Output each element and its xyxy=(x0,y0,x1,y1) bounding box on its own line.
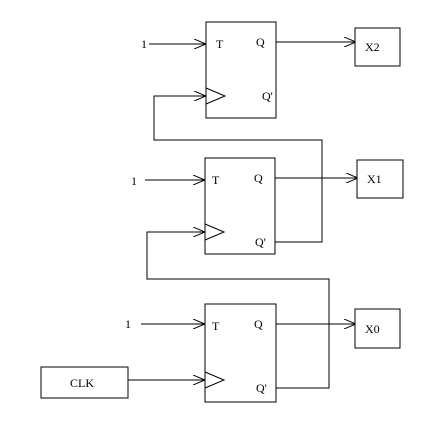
flipflop-0-body xyxy=(204,303,277,403)
flipflop-2-qbar-label: Q' xyxy=(262,89,273,103)
output-x1-label: X1 xyxy=(367,172,382,186)
flipflop-2-clock-triangle xyxy=(205,87,227,105)
flipflop-1-t-label: T xyxy=(212,173,220,187)
flipflop-1-body xyxy=(204,157,276,255)
output-x2-box xyxy=(354,27,401,67)
flipflop-2-q-label: Q xyxy=(256,35,265,49)
feedback-wire-ff0-to-ff1 xyxy=(146,232,330,389)
flipflop-2-body xyxy=(205,21,277,119)
clock-source-box xyxy=(40,366,129,399)
flipflop-1: T Q Q' xyxy=(204,157,276,255)
clock-source-label: CLK xyxy=(70,376,94,390)
output-x1-box xyxy=(356,159,404,199)
flipflop-2: T Q Q' xyxy=(205,21,277,119)
output-x0-label: X0 xyxy=(365,322,380,336)
output-x0-box xyxy=(354,308,401,349)
flipflop-0-t-input-value: 1 xyxy=(125,317,131,331)
flipflop-0-t-label: T xyxy=(212,319,220,333)
flipflop-1-qbar-label: Q' xyxy=(255,235,266,249)
flipflop-1-t-input-value: 1 xyxy=(131,174,137,188)
flipflop-0: T Q Q' xyxy=(204,303,277,403)
feedback-wire-ff1-to-ff2 xyxy=(153,96,323,243)
flipflop-1-q-label: Q xyxy=(254,171,263,185)
flipflop-2-t-input-value: 1 xyxy=(141,37,147,51)
flipflop-0-q-label: Q xyxy=(254,317,263,331)
flipflop-0-qbar-label: Q' xyxy=(256,381,267,395)
flipflop-1-clock-triangle xyxy=(204,223,226,241)
output-x2-label: X2 xyxy=(365,40,380,54)
flipflop-0-clock-triangle xyxy=(204,371,226,389)
flipflop-2-t-label: T xyxy=(216,37,224,51)
